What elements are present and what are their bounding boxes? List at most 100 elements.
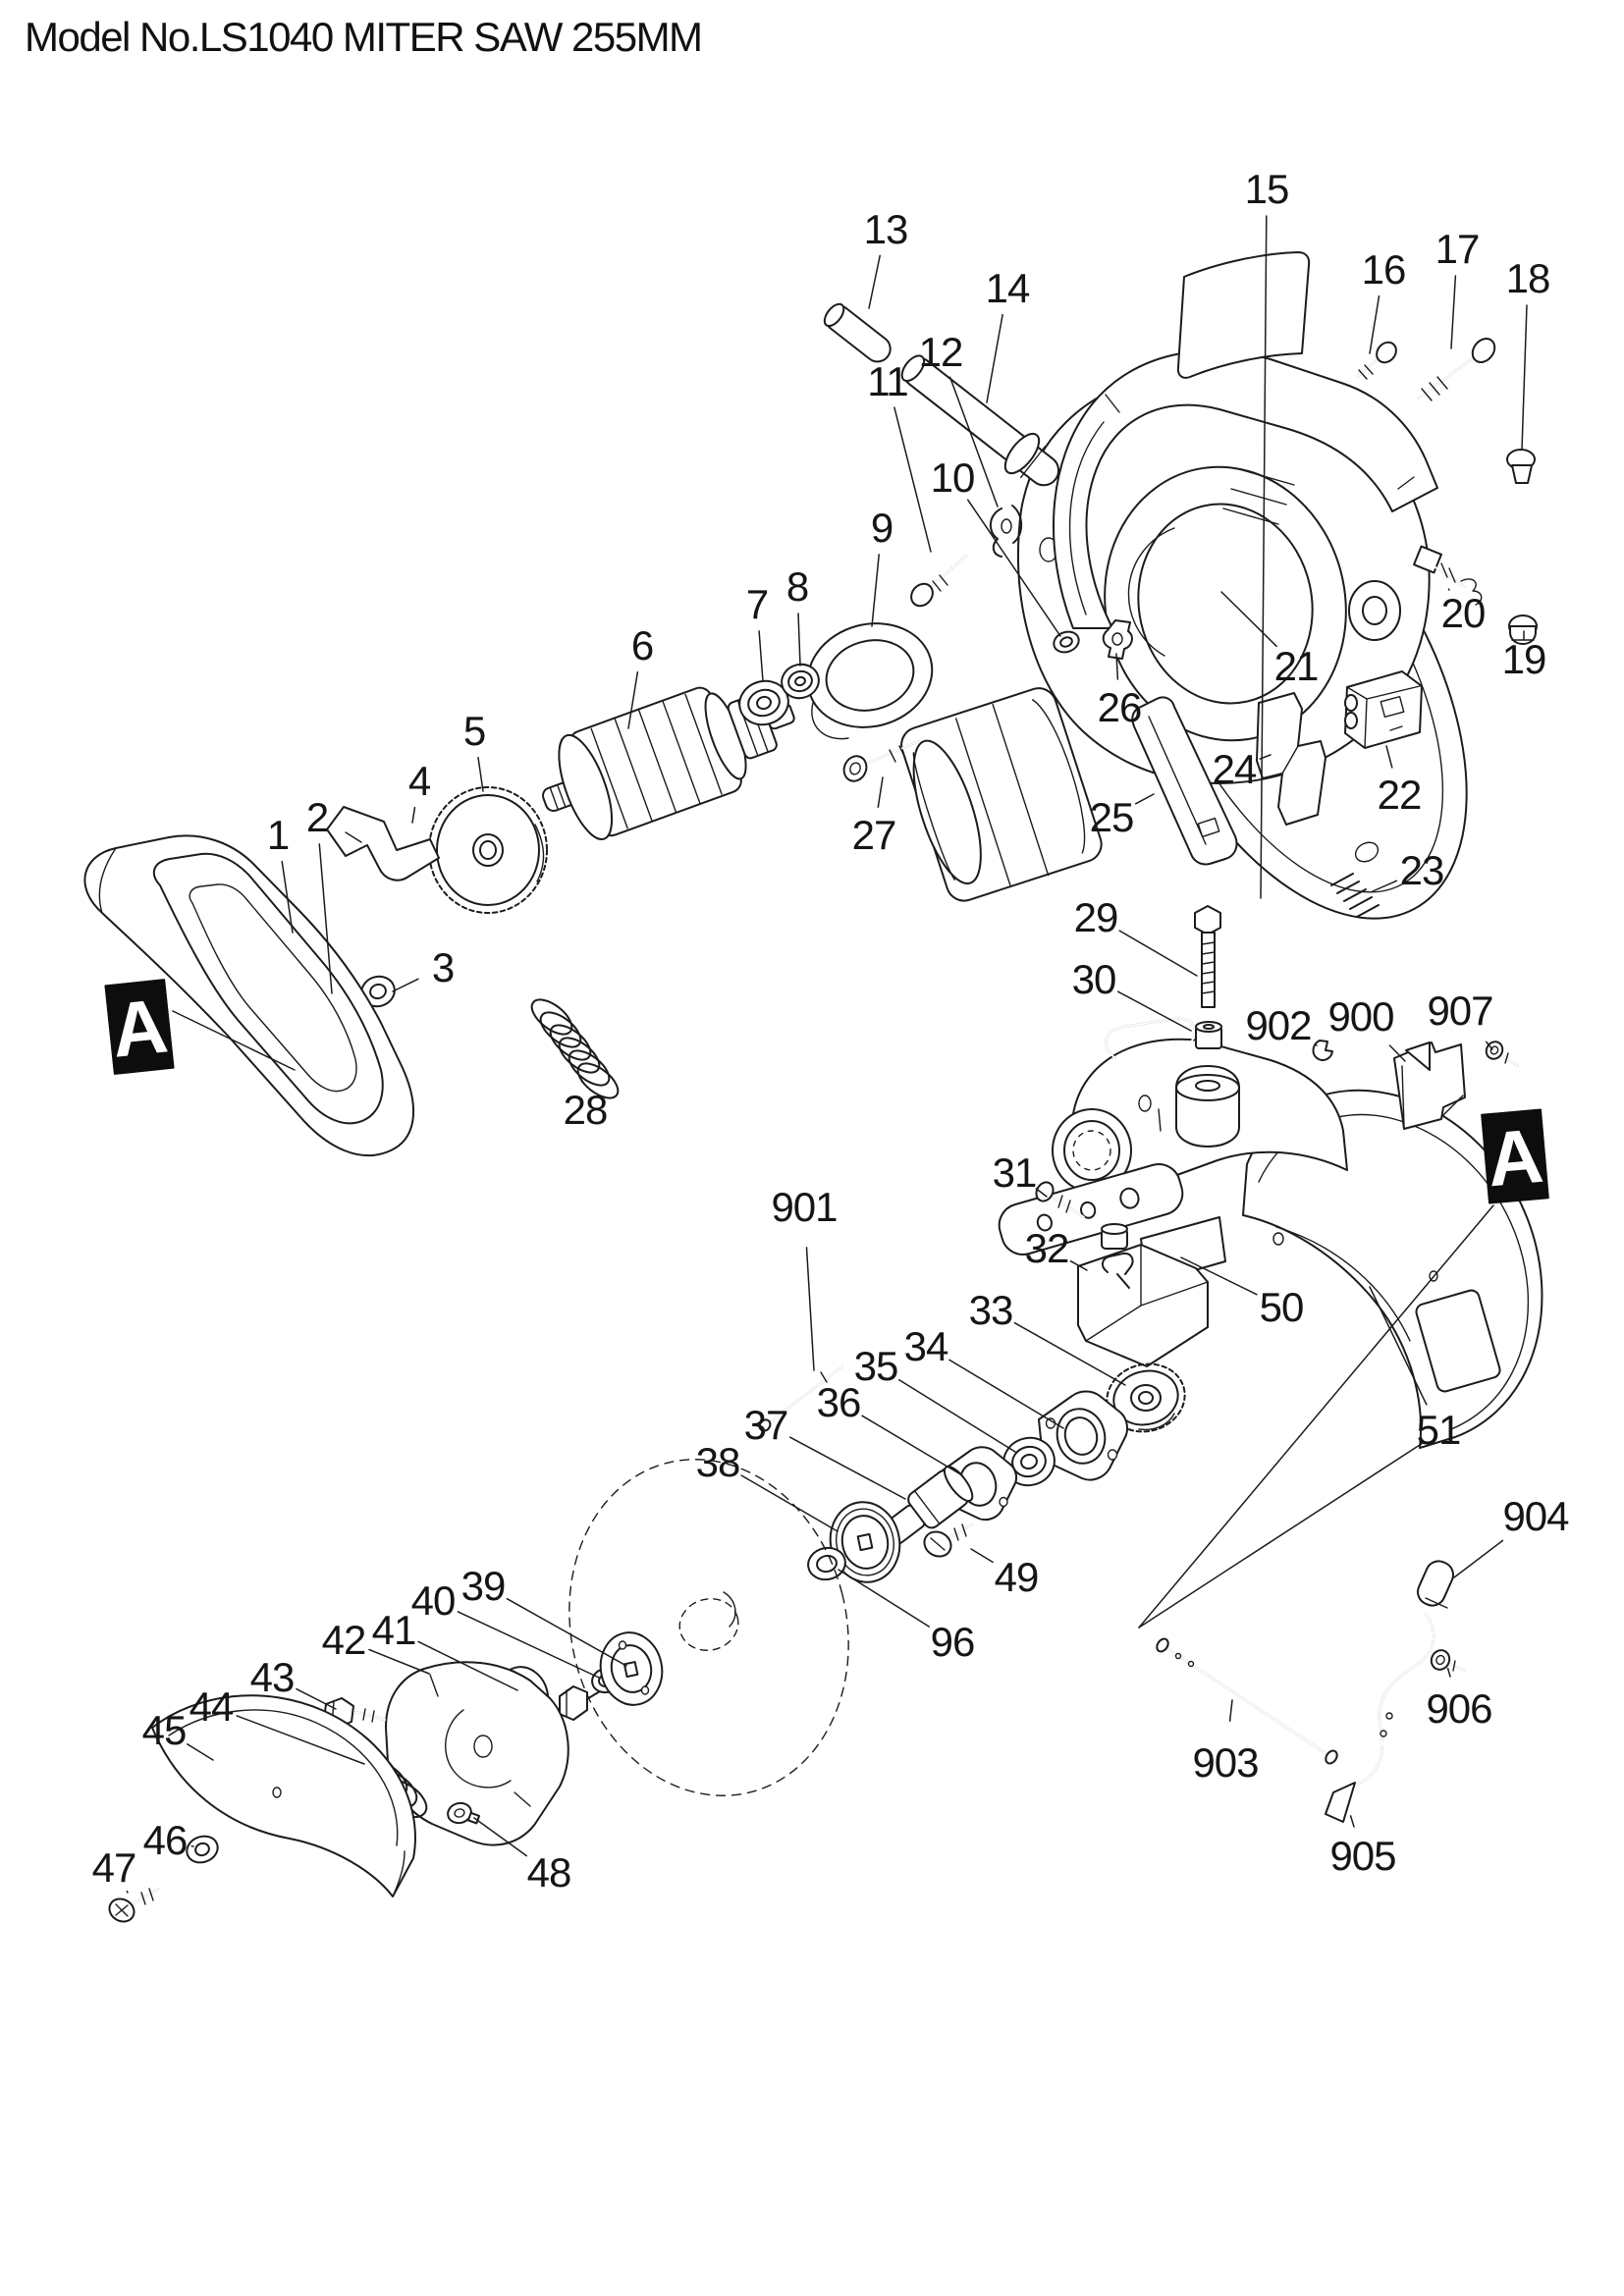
page-title: Model No.LS1040 MITER SAW 255MM	[25, 14, 703, 60]
assembly-line-2	[1138, 1442, 1424, 1629]
leader-line-25	[1134, 793, 1155, 805]
part-label-33: 33	[969, 1287, 1013, 1333]
part-label-15: 15	[1245, 166, 1289, 212]
part-label-12: 12	[919, 329, 963, 375]
assembly-line-1	[1138, 1204, 1494, 1629]
leader-line-41	[417, 1640, 518, 1691]
leader-line-6	[627, 670, 639, 729]
leader-line-22	[1385, 745, 1393, 769]
leader-line-32	[1069, 1259, 1088, 1271]
part-screw-17	[1417, 338, 1496, 401]
badge-letter: A	[107, 982, 171, 1073]
part-label-3: 3	[432, 944, 454, 990]
part-clamp-26	[1102, 619, 1133, 660]
part-gear-5	[428, 786, 548, 914]
badge-background	[1481, 1108, 1549, 1204]
leader-line-48	[473, 1817, 528, 1857]
part-label-7: 7	[746, 581, 768, 627]
part-label-907: 907	[1427, 988, 1492, 1034]
part-label-38: 38	[696, 1439, 740, 1485]
part-bearing-8	[781, 663, 820, 700]
leader-line-34	[948, 1359, 1064, 1429]
leader-line-11	[893, 406, 932, 553]
leader-line-39	[506, 1597, 627, 1667]
part-label-9: 9	[871, 505, 893, 551]
assembly-line-3	[172, 1010, 296, 1071]
part-lever-4	[326, 806, 440, 881]
part-turn-base-30s	[1052, 1017, 1348, 1193]
leader-line-43	[296, 1687, 337, 1710]
part-label-40: 40	[411, 1577, 456, 1624]
part-label-10: 10	[931, 454, 975, 501]
part-screw-906	[1430, 1649, 1466, 1672]
part-arm-holder	[998, 1163, 1184, 1255]
part-label-1: 1	[267, 812, 289, 858]
leader-line-51	[1369, 1286, 1428, 1406]
leader-line-4	[411, 806, 416, 824]
part-label-2: 2	[306, 794, 328, 840]
part-label-30: 30	[1072, 956, 1116, 1002]
leader-line-902	[1314, 1043, 1318, 1046]
part-label-22: 22	[1378, 772, 1422, 818]
leader-line-1	[281, 860, 294, 934]
leader-line-38	[740, 1474, 839, 1532]
part-handle-loop	[1052, 349, 1438, 629]
leader-line-905	[1349, 1815, 1355, 1828]
part-label-8: 8	[786, 563, 808, 610]
part-label-17: 17	[1435, 226, 1480, 272]
leader-line-904	[1453, 1539, 1504, 1578]
leader-lines	[126, 215, 1528, 1894]
part-cap-904	[1417, 1560, 1454, 1609]
part-spring-23	[1330, 873, 1380, 918]
part-blade-guard-45	[151, 1694, 416, 1897]
part-label-48: 48	[527, 1849, 571, 1896]
part-label-6: 6	[631, 622, 653, 668]
leader-line-15	[1260, 215, 1268, 899]
leader-line-906	[1446, 1667, 1451, 1678]
part-label-50: 50	[1260, 1284, 1304, 1330]
part-label-39: 39	[461, 1563, 506, 1609]
part-label-31: 31	[993, 1149, 1037, 1196]
leader-line-9	[871, 554, 880, 627]
part-baffle-ring-9	[806, 622, 934, 740]
part-screw-31	[1035, 1181, 1085, 1218]
leader-line-36	[861, 1415, 963, 1476]
leader-line-27	[877, 776, 884, 809]
part-label-34: 34	[904, 1323, 948, 1369]
part-washer-46	[186, 1835, 219, 1864]
part-label-16: 16	[1362, 246, 1406, 293]
assembly-reference-lines	[172, 1010, 1494, 1629]
part-pin-901	[758, 1365, 843, 1432]
part-lock-off-bar-25	[1131, 696, 1238, 866]
part-screw-48	[447, 1801, 481, 1825]
part-label-11: 11	[867, 358, 908, 404]
leader-line-44	[236, 1715, 365, 1765]
leader-line-7	[758, 630, 764, 682]
part-label-4: 4	[408, 758, 431, 804]
leader-line-10	[966, 499, 1061, 637]
leader-line-96	[838, 1569, 931, 1628]
part-bolt-49	[923, 1523, 973, 1558]
part-label-906: 906	[1426, 1685, 1491, 1732]
leader-line-13	[868, 254, 881, 309]
part-pipe-14	[900, 354, 1060, 487]
part-label-32: 32	[1025, 1225, 1069, 1271]
part-bearing-box-34	[1038, 1390, 1128, 1481]
leader-line-40	[457, 1611, 600, 1679]
leader-line-901	[805, 1247, 815, 1371]
leader-line-20	[1447, 588, 1450, 591]
part-plug-screw-18	[1506, 449, 1536, 484]
part-label-43: 43	[250, 1654, 295, 1700]
assembly-badges: AA	[104, 979, 1549, 1204]
part-label-902: 902	[1245, 1002, 1311, 1048]
part-label-36: 36	[817, 1379, 861, 1425]
part-rod-903	[1156, 1637, 1338, 1765]
part-switch-22	[1344, 670, 1423, 749]
part-motor-housing	[1017, 369, 1431, 784]
leader-line-21	[1220, 591, 1277, 648]
part-pipe-13	[823, 302, 892, 363]
part-ring-96	[807, 1546, 846, 1581]
part-label-5: 5	[463, 708, 485, 754]
part-label-18: 18	[1506, 255, 1550, 301]
